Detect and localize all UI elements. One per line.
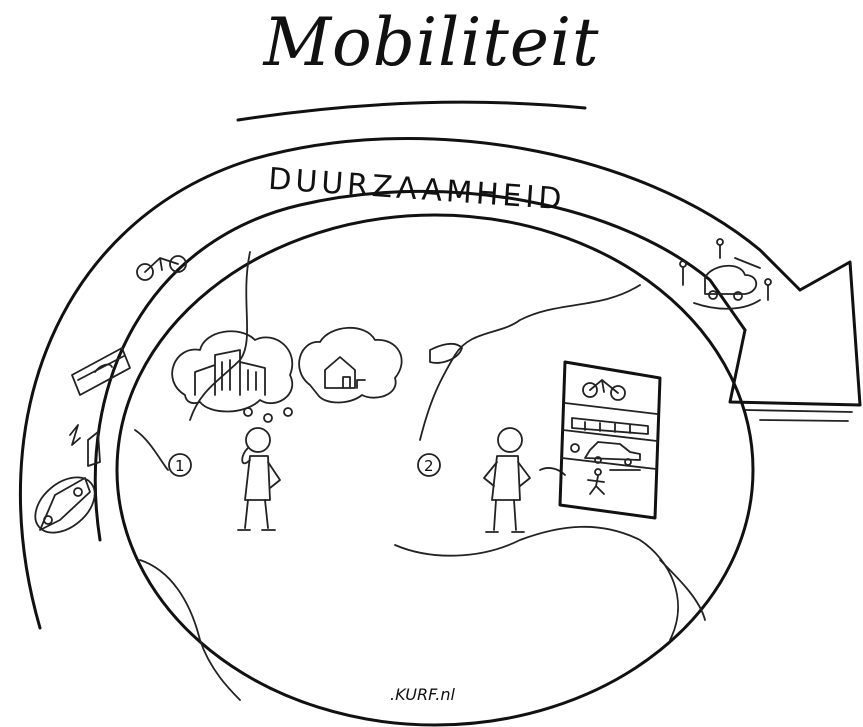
- city-buildings-icon: [194, 349, 266, 396]
- thought-bubble-house: [298, 326, 403, 404]
- mode-panel: [558, 360, 662, 520]
- page-title: Mobiliteit: [263, 4, 600, 81]
- walking-person-icon: [587, 468, 605, 495]
- thought-dots: [243, 407, 293, 423]
- arrow-label: DUURZAAMHEID: [267, 162, 566, 218]
- ticket-card-icon: [71, 347, 131, 396]
- marker-1-label: 1: [175, 457, 185, 475]
- person-two-choosing: [483, 427, 531, 533]
- watermark: .KURF.nl: [390, 685, 455, 704]
- car-icon: [570, 441, 641, 466]
- bike-icon: [582, 379, 626, 401]
- train-icon: [571, 417, 649, 435]
- globe: [115, 213, 755, 727]
- charging-plug-icon: [69, 424, 101, 467]
- person-one-thinking: [237, 427, 281, 531]
- marker-2: 2: [417, 453, 441, 477]
- sustainability-arrow: [18, 136, 862, 630]
- title-underline: [236, 100, 587, 122]
- electric-car-icon: [34, 476, 96, 534]
- marker-2-label: 2: [424, 457, 434, 475]
- thought-bubble-city: [171, 330, 294, 413]
- shared-car-network-icon: [679, 238, 772, 310]
- house-icon: [324, 356, 366, 389]
- ring-bike-icon: [136, 255, 187, 281]
- marker-1: 1: [168, 453, 192, 477]
